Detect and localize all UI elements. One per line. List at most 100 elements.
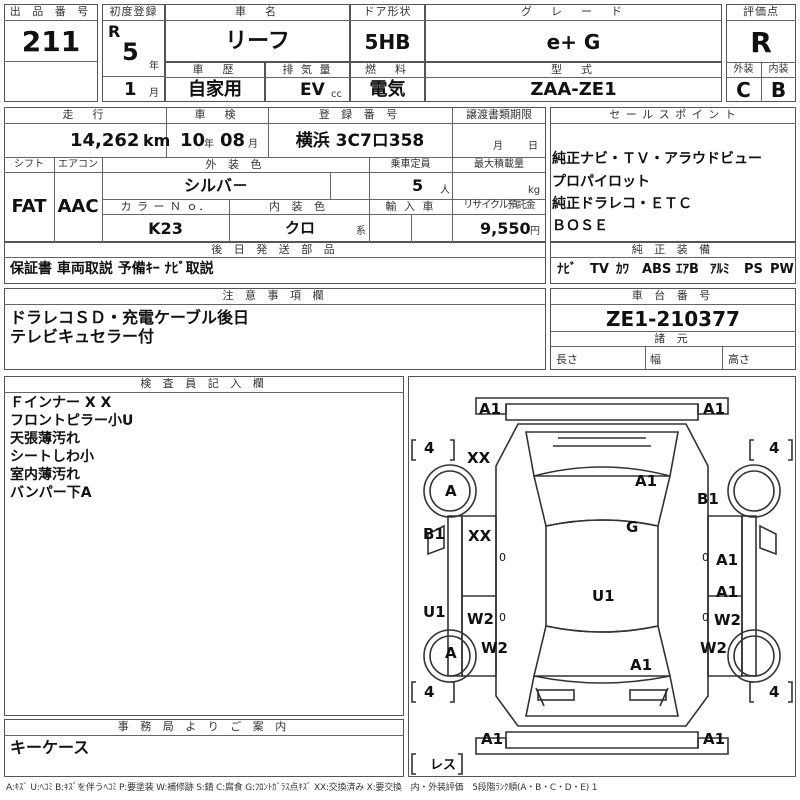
mark-0d: 0: [702, 611, 709, 624]
history-box: [165, 62, 265, 102]
inspector-line-6: バンパー下A: [10, 485, 92, 501]
color-no-label: カ ラ ー Ｎ ｏ．: [120, 200, 211, 213]
hood-left: XX: [467, 449, 491, 467]
displacement-box: [265, 62, 350, 102]
sales-point-line-4: ＢＯＳＥ: [552, 218, 608, 234]
lot-label: 出 品 番 号: [9, 5, 93, 18]
int-color-label: 内 装 色: [269, 200, 329, 213]
car-name-value: リーフ: [225, 29, 290, 54]
aircon-label: エアコン: [58, 159, 98, 170]
ext-color-label: 外 装 色: [205, 158, 266, 171]
later-parts-label: 後 日 発 送 部 品: [211, 243, 339, 256]
ext-color-value: シルバ－: [183, 176, 248, 195]
grade-value: e+ G: [546, 30, 601, 54]
score-label: 評価点: [743, 5, 779, 18]
equip-navi: ﾅﾋﾞ: [557, 262, 577, 277]
sales-point-line-2: プロパイロット: [552, 174, 650, 190]
equip-abs: ABS: [642, 262, 672, 277]
first-reg-label: 初度登録: [109, 5, 158, 18]
first-reg-year-unit: 年: [149, 61, 159, 72]
first-reg-month: 1: [124, 79, 137, 100]
bracket-bottom: レス: [430, 758, 457, 773]
mileage-value: 14,262: [70, 130, 140, 151]
equip-tv: TV: [590, 262, 609, 277]
sales-point-label: セ ー ル ス ポ イ ン ト: [609, 108, 737, 121]
tire-tr: 4: [769, 439, 780, 457]
equip-pw: PW: [770, 262, 794, 277]
inspector-line-2: フロントピラー小U: [10, 413, 134, 429]
car-name-label: 車 名: [235, 5, 280, 18]
inspector-label: 検 査 員 記 入 欄: [140, 377, 268, 390]
sales-point-line-3: 純正ドラレコ・ＥＴＣ: [552, 196, 692, 212]
first-reg-era: R: [108, 22, 121, 41]
equip-airbag: ｴｱB: [676, 262, 699, 277]
fuel-box: [350, 62, 425, 102]
recycle-value: 9,550: [480, 219, 531, 238]
max-load-unit: kg: [528, 185, 541, 196]
model-box: [425, 62, 722, 102]
rear-fender-r: W2: [700, 639, 727, 657]
hood: A1: [635, 472, 658, 490]
car-diagram-box: [408, 376, 796, 777]
shift-value: FAT: [11, 196, 47, 217]
chassis-box: [550, 288, 796, 370]
fender-l: A: [445, 482, 457, 500]
tire-br: 4: [769, 683, 780, 701]
pillar-l: U1: [423, 603, 446, 621]
int-color-unit: 系: [356, 226, 366, 237]
recycle-unit: 円: [530, 226, 540, 237]
door-fl: XX: [468, 527, 492, 545]
door-rr-a1: A1: [716, 583, 739, 601]
reg-no-value: 横浜 3C7ロ358: [295, 131, 425, 151]
model-value: ZAA-ZE1: [530, 79, 617, 100]
displacement-value: EV: [300, 80, 325, 100]
chassis-label: 車 台 番 号: [631, 289, 715, 302]
fuel-label: 燃 料: [365, 63, 410, 76]
bumper-fr: A1: [703, 400, 726, 418]
equip-alloy: ｱﾙﾐ: [710, 262, 730, 277]
inspector-line-4: シートしわ小: [10, 449, 94, 465]
model-label: 型 式: [551, 63, 596, 76]
recycle-label: リサイクル預託金: [463, 200, 536, 211]
shift-label: シフト: [14, 159, 44, 170]
transfer-day-unit: 日: [528, 141, 538, 152]
grade-label: グ レ ー ド: [521, 5, 626, 18]
first-reg-month-unit: 月: [149, 88, 159, 99]
mark-0b: 0: [499, 611, 506, 624]
mark-0a: 0: [499, 551, 506, 564]
inspection-year: 10: [180, 130, 206, 151]
equipment-label: 純 正 装 備: [631, 243, 715, 256]
fuel-value: 電気: [369, 79, 406, 100]
inspection-year-unit: 年: [204, 139, 214, 150]
caution-label: 注 意 事 項 欄: [222, 289, 328, 302]
later-parts-value: 保証書 車両取説 予備ｷｰ ﾅﾋﾞ取説: [10, 261, 214, 277]
roof-g: G: [626, 518, 639, 536]
car-diagram: [411, 397, 793, 775]
mark-0c: 0: [702, 551, 709, 564]
bumper-fl: A1: [479, 400, 502, 418]
door-fl-edge: B1: [423, 525, 445, 543]
length-label: 長さ: [556, 353, 578, 366]
equip-leather: ｶﾜ: [616, 262, 629, 277]
score-int: B: [770, 78, 787, 102]
caution-box: [4, 288, 546, 370]
door-fr: A1: [716, 551, 739, 569]
sales-point-line-1: 純正ナビ・ＴＶ・アラウドビュー: [552, 151, 762, 167]
car-name-box: [165, 4, 350, 62]
inspection-month: 08: [220, 130, 246, 151]
width-label: 幅: [650, 353, 661, 366]
inspector-line-5: 室内薄汚れ: [10, 467, 80, 483]
capacity-unit: 人: [440, 185, 450, 196]
roof-u1: U1: [592, 587, 615, 605]
bumper-rr: A1: [703, 730, 726, 748]
capacity-value: 5: [412, 176, 424, 195]
door-label: ドア形状: [363, 5, 412, 18]
reg-no-label: 登 録 番 号: [318, 108, 402, 121]
score-ext-label: 外装: [733, 64, 754, 75]
first-reg-year: 5: [122, 38, 139, 66]
inspector-box: [4, 376, 404, 716]
door-value: 5HB: [364, 30, 411, 54]
spec-block: [4, 107, 546, 242]
tire-bl: 4: [424, 683, 435, 701]
lot-number: 211: [21, 25, 81, 58]
